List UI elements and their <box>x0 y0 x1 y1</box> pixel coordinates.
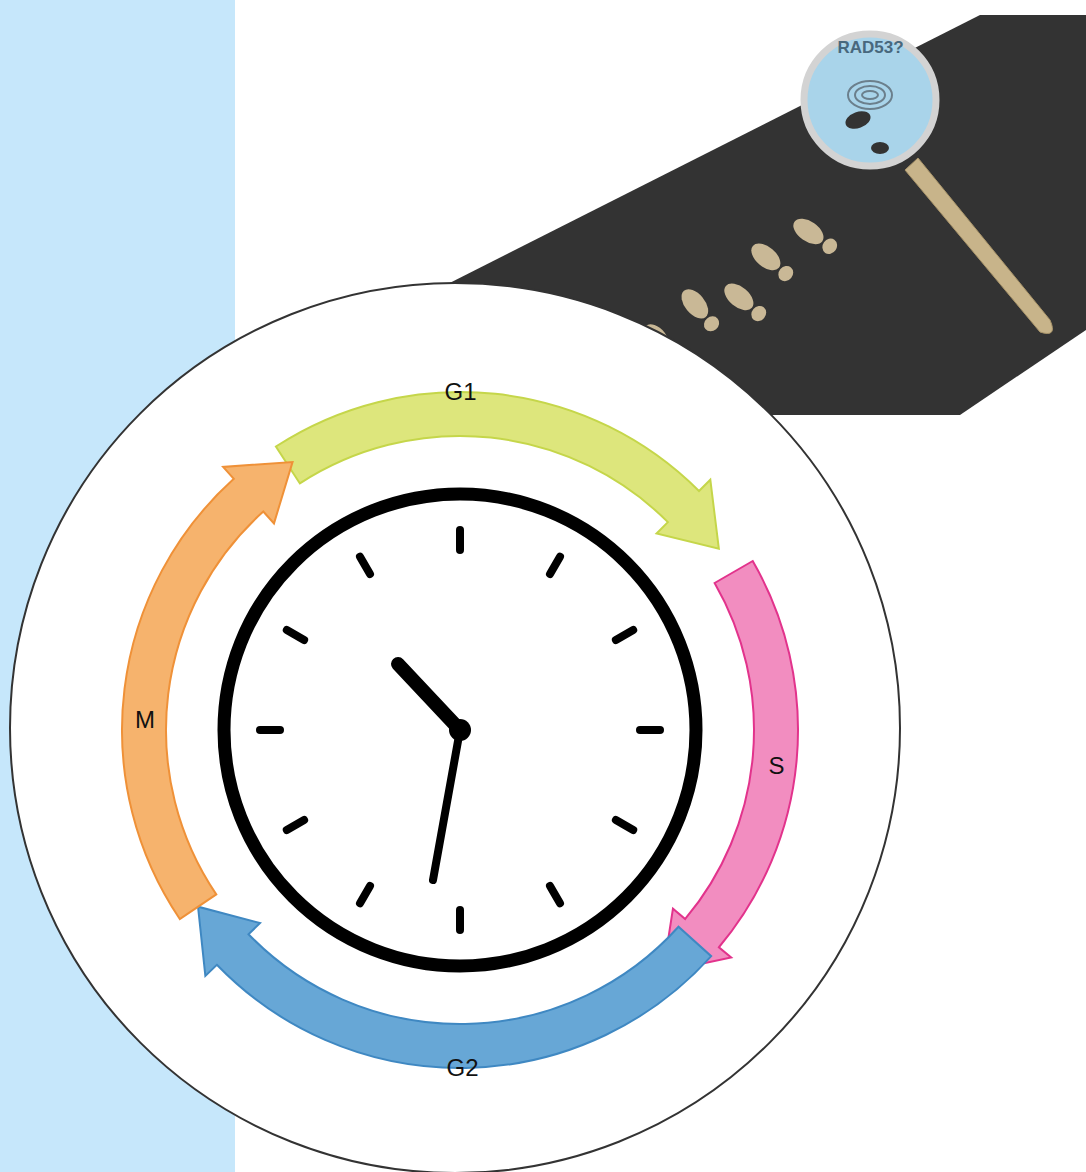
magnifier-lens <box>804 34 936 166</box>
clock-tick <box>550 886 560 903</box>
clock-tick <box>456 530 464 550</box>
clock-tick <box>640 726 660 734</box>
clock-tick <box>550 557 560 574</box>
magnifier-handle <box>905 158 1052 334</box>
magnifier-label: RAD53? <box>833 34 908 62</box>
phase-label: G2 <box>442 1050 483 1086</box>
clock-tick <box>260 726 280 734</box>
clock-tick <box>616 630 633 640</box>
clock-tick <box>287 820 304 830</box>
phase-arrows <box>122 392 798 1068</box>
clock <box>224 494 696 966</box>
phase-label: M <box>131 702 159 738</box>
label-text: RAD53? <box>837 38 903 58</box>
clock-tick <box>456 910 464 930</box>
clock-tick <box>360 886 370 903</box>
label-text: G1 <box>444 378 476 406</box>
phase-label: S <box>764 748 789 784</box>
label-text: G2 <box>446 1054 478 1082</box>
phase-label: G1 <box>440 374 481 410</box>
label-text: M <box>135 706 155 734</box>
fingerprint <box>848 81 892 109</box>
cell-cycle-circle <box>10 283 900 1172</box>
label-text: S <box>768 752 784 780</box>
clock-tick <box>287 630 304 640</box>
clock-tick <box>360 557 370 574</box>
clock-tick <box>616 820 633 830</box>
shoe-print <box>843 108 889 154</box>
